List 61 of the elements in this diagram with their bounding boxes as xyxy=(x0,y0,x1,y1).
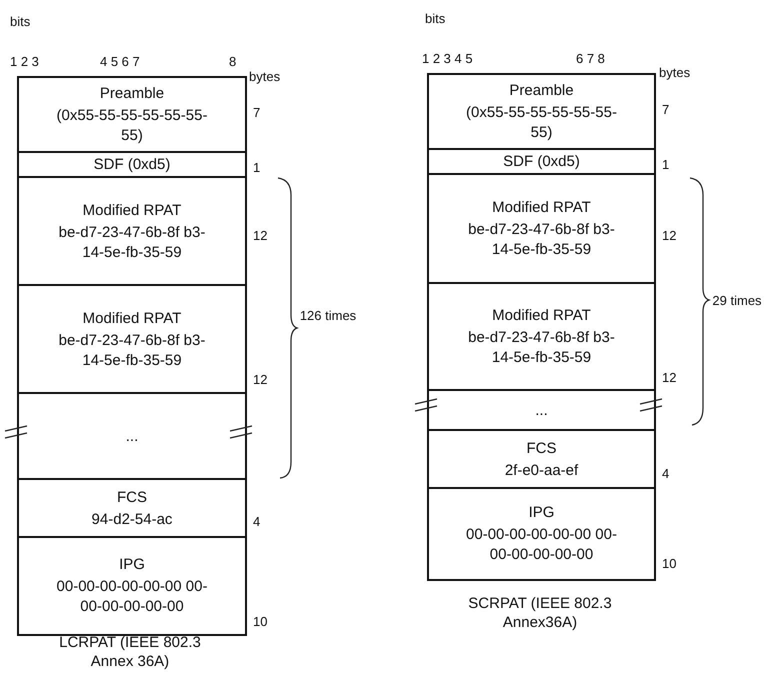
field-value: (0x55-55-55-55-55-55-55) xyxy=(465,103,618,143)
bit-number: 1 2 3 4 5 xyxy=(422,50,473,67)
frame-field-box xyxy=(17,76,247,154)
frame-field-box xyxy=(17,392,247,481)
byte-count: 12 xyxy=(662,370,676,385)
field-name: SDF (0xd5) xyxy=(92,155,172,175)
field-name: Modified RPAT xyxy=(82,200,182,220)
byte-count: 10 xyxy=(662,556,676,571)
byte-count: 4 xyxy=(662,466,670,481)
field-value: 2f-e0-aa-ef xyxy=(504,460,580,480)
axis-label: bits xyxy=(425,10,446,27)
frame-field-box xyxy=(427,429,656,490)
field-name: Modified RPAT xyxy=(82,308,182,328)
byte-count: 12 xyxy=(662,228,676,243)
frame-field-box xyxy=(427,282,656,392)
field-value: be-d7-23-47-6b-8f b3-14-5e-fb-35-59 xyxy=(58,330,206,370)
field-value: be-d7-23-47-6b-8f b3-14-5e-fb-35-59 xyxy=(467,220,616,260)
frame-field-box xyxy=(17,536,247,636)
frame-field-box xyxy=(17,284,247,395)
frame-field-box xyxy=(427,389,656,432)
bit-number: 4 5 6 7 xyxy=(100,53,140,70)
field-name: ... xyxy=(534,400,549,420)
axis-label: bits xyxy=(10,13,30,30)
repeat-count: 29 times xyxy=(711,292,763,309)
field-name: Preamble xyxy=(98,84,166,104)
repeat-count: 126 times xyxy=(298,307,358,324)
field-name: Preamble xyxy=(508,81,575,101)
frame-caption: SCRPAT (IEEE 802.3 Annex36A) xyxy=(467,594,613,632)
field-name: Modified RPAT xyxy=(491,306,592,326)
frame-field-box xyxy=(17,176,247,287)
frame-field-box xyxy=(17,478,247,539)
byte-count: 10 xyxy=(253,614,268,629)
field-name: Modified RPAT xyxy=(491,198,592,218)
axis-label: bytes xyxy=(249,68,280,85)
field-name: FCS xyxy=(526,438,558,458)
field-name: FCS xyxy=(116,488,148,508)
field-name: SDF (0xd5) xyxy=(502,152,581,172)
byte-count: 7 xyxy=(253,105,260,120)
frame-field-box xyxy=(427,73,656,151)
field-name: IPG xyxy=(118,555,146,575)
axis-label: bytes xyxy=(659,64,690,81)
byte-count: 4 xyxy=(253,514,260,529)
field-value: 00-00-00-00-00-00 00-00-00-00-00-00 xyxy=(56,577,208,617)
bit-number: 8 xyxy=(229,53,236,70)
field-value: 94-d2-54-ac xyxy=(90,510,174,530)
frame-field-box xyxy=(427,487,656,581)
field-name: ... xyxy=(124,426,140,446)
byte-count: 12 xyxy=(253,228,268,243)
field-value: (0x55-55-55-55-55-55-55) xyxy=(56,106,208,146)
bit-number: 1 2 3 xyxy=(10,53,39,70)
frame-caption: LCRPAT (IEEE 802.3 Annex 36A) xyxy=(58,633,202,671)
field-name: IPG xyxy=(528,503,556,523)
field-value: be-d7-23-47-6b-8f b3-14-5e-fb-35-59 xyxy=(467,328,616,368)
bit-number: 6 7 8 xyxy=(576,50,605,67)
field-value: 00-00-00-00-00-00 00-00-00-00-00-00 xyxy=(465,525,618,565)
byte-count: 12 xyxy=(253,372,268,387)
byte-count: 1 xyxy=(253,160,260,175)
byte-count: 7 xyxy=(662,102,670,117)
frame-field-box xyxy=(427,173,656,285)
byte-count: 1 xyxy=(662,157,670,172)
field-value: be-d7-23-47-6b-8f b3-14-5e-fb-35-59 xyxy=(58,222,206,262)
